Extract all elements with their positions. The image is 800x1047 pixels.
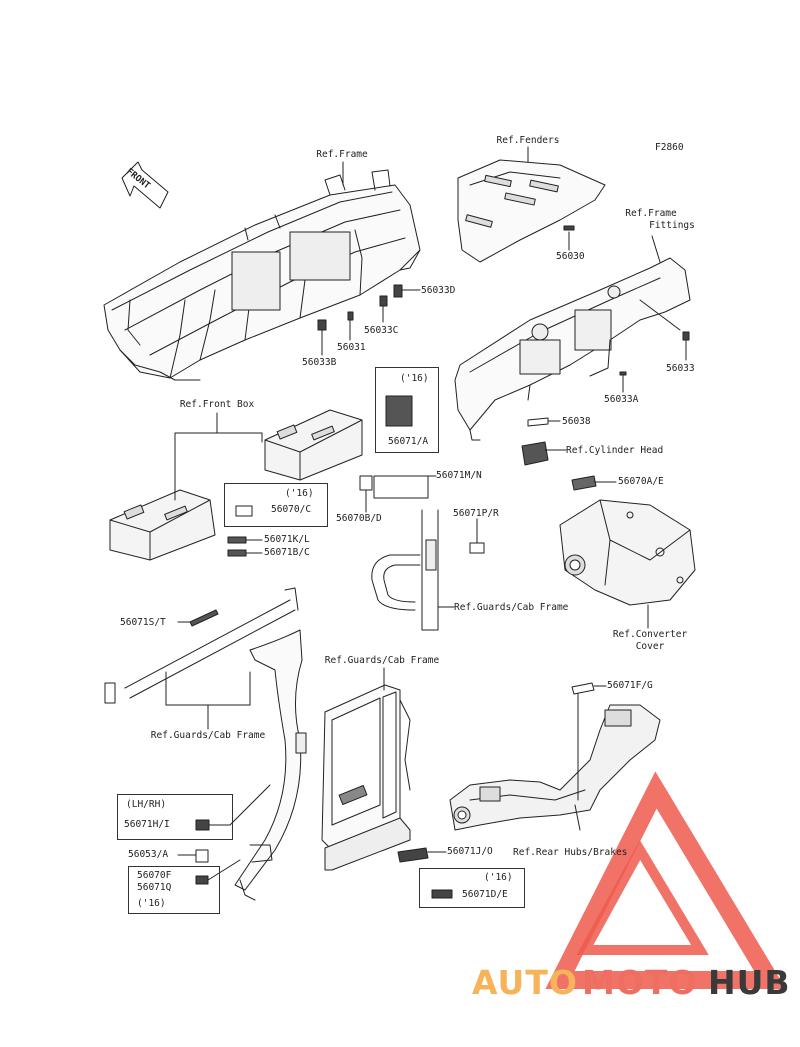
watermark-text: AUTO MOTO HUB [472, 965, 800, 1005]
converter-cover-drawing [559, 499, 696, 606]
front-box-drawing [109, 409, 363, 561]
watermark-auto: AUTO [472, 963, 578, 1002]
ref-front-box[interactable]: Ref.Front Box [179, 399, 255, 410]
part-56071jo[interactable]: 56071J/O [447, 846, 493, 857]
decal-56071bc [227, 549, 247, 557]
box-part[interactable]: 56070/C [271, 504, 312, 515]
cylinder-head-icon [521, 441, 549, 466]
part-56070bd[interactable]: 56070B/D [336, 513, 382, 524]
rear-hubs-drawing [449, 704, 661, 831]
part-56071kl[interactable]: 56071K/L [264, 534, 310, 545]
watermark-hub: HUB [708, 963, 791, 1002]
long-bar-drawing [104, 587, 299, 704]
ref-rear-hubs[interactable]: Ref.Rear Hubs/Brakes [513, 847, 628, 858]
decal-56071pr [469, 542, 485, 554]
ref-cylinder-head[interactable]: Ref.Cylinder Head [566, 445, 664, 456]
box-16-56070c: ('16) 56070/C [224, 483, 328, 527]
part-56033[interactable]: 56033 [666, 363, 695, 374]
box-16-56071a: ('16) 56071/A [375, 367, 439, 453]
ref-converter-cover-1[interactable]: Ref.Converter [612, 629, 688, 640]
part-56033a[interactable]: 56033A [604, 394, 639, 405]
ref-frame-fittings-1[interactable]: Ref.Frame [625, 208, 677, 219]
part-56071pr[interactable]: 56071P/R [453, 508, 499, 519]
decal-56071st [189, 609, 219, 627]
part-56071st[interactable]: 56071S/T [120, 617, 166, 628]
decal-56033 [682, 331, 690, 341]
ref-guards-1[interactable]: Ref.Guards/Cab Frame [454, 602, 569, 613]
guard-bar-drawing [371, 509, 439, 631]
box-lhrh-56071hi: (LH/RH) 56071H/I [117, 794, 233, 840]
box-side: (LH/RH) [126, 799, 167, 810]
decal-56053a [195, 849, 209, 863]
ref-guards-3[interactable]: Ref.Guards/Cab Frame [150, 730, 266, 741]
part-56071fg[interactable]: 56071F/G [607, 680, 653, 691]
decal-56071jo [397, 847, 429, 863]
ref-converter-cover-2[interactable]: Cover [635, 641, 665, 652]
watermark-moto: MOTO [582, 963, 698, 1002]
part-56053a[interactable]: 56053/A [128, 849, 169, 860]
decal-56071de [431, 889, 453, 899]
decal-56071kl [227, 536, 247, 544]
part-56033d[interactable]: 56033D [421, 285, 456, 296]
ref-fenders[interactable]: Ref.Fenders [496, 135, 560, 146]
part-56071bc[interactable]: 56071B/C [264, 547, 310, 558]
box-year: ('16) [137, 898, 166, 909]
cab-frame-drawing [321, 684, 411, 871]
decal-56038 [527, 417, 549, 427]
decal-56070c [235, 505, 253, 517]
decal-56070ae [571, 475, 597, 491]
frame-drawing [103, 169, 421, 381]
box-year: ('16) [285, 488, 314, 499]
box-year: ('16) [400, 373, 429, 384]
fenders-drawing [457, 159, 606, 263]
part-56033b[interactable]: 56033B [302, 357, 337, 368]
ref-frame[interactable]: Ref.Frame [316, 149, 368, 160]
part-56038[interactable]: 56038 [562, 416, 591, 427]
box-part[interactable]: 56071D/E [462, 889, 508, 900]
front-arrow-icon [121, 161, 169, 209]
box-year: ('16) [484, 872, 513, 883]
ref-guards-2[interactable]: Ref.Guards/Cab Frame [324, 655, 440, 666]
box-part[interactable]: 56071H/I [124, 819, 170, 830]
part-56031[interactable]: 56031 [337, 342, 366, 353]
box-part[interactable]: 56071/A [388, 436, 429, 447]
part-56070ae[interactable]: 56070A/E [618, 476, 664, 487]
decal-56030 [563, 225, 575, 231]
box-16-56071de: ('16) 56071D/E [419, 868, 525, 908]
watermark-logo [545, 771, 786, 989]
decal-56071a [385, 395, 413, 427]
decal-56071mn [373, 475, 429, 499]
side-pillar-drawing [234, 629, 307, 901]
part-56030[interactable]: 56030 [556, 251, 585, 262]
box-part-1[interactable]: 56070F [137, 870, 172, 881]
decal-56071fg [571, 682, 595, 695]
box-56070f-56071q: 56070F 56071Q ('16) [128, 866, 220, 914]
part-56033c[interactable]: 56033C [364, 325, 399, 336]
decal-56071hi [195, 819, 210, 831]
frame-fittings-drawing [454, 257, 691, 441]
figure-code: F2860 [655, 142, 684, 153]
part-56071mn[interactable]: 56071M/N [436, 470, 482, 481]
box-part-2[interactable]: 56071Q [137, 882, 172, 893]
decal-56070bd [359, 475, 373, 491]
ref-frame-fittings-2[interactable]: Fittings [649, 220, 695, 231]
